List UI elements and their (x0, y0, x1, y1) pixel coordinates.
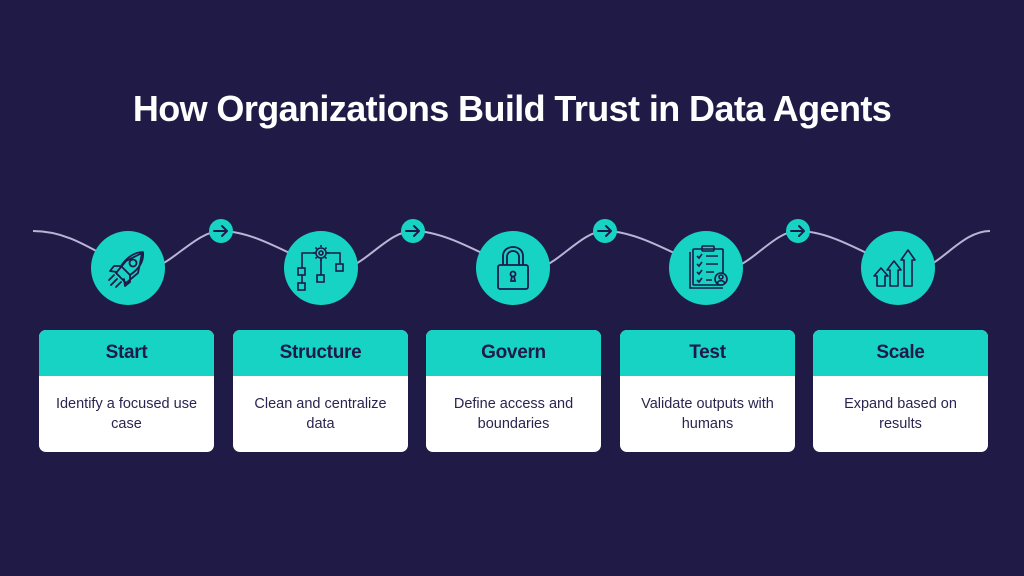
step-circle-scale (861, 231, 935, 305)
step-card-test: Test Validate outputs with humans (620, 330, 795, 452)
step-circle-test (669, 231, 743, 305)
step-card-title: Govern (426, 330, 601, 376)
step-card-title: Scale (813, 330, 988, 376)
step-card-title: Structure (233, 330, 408, 376)
step-card-description: Identify a focused use case (55, 396, 198, 432)
step-card-description: Define access and boundaries (453, 396, 574, 432)
arrow-right-icon (405, 225, 420, 237)
rocket-icon (108, 251, 144, 288)
connector-arrow-4 (786, 219, 810, 243)
connector-arrow-1 (209, 219, 233, 243)
step-card-start: Start Identify a focused use case (39, 330, 214, 452)
step-circle-start (91, 231, 165, 305)
gear-hierarchy-icon (297, 245, 344, 291)
step-card-govern: Govern Define access and boundaries (426, 330, 601, 452)
padlock-icon (497, 246, 529, 290)
arrow-right-icon (597, 225, 612, 237)
clipboard-checklist-user-icon (689, 245, 728, 289)
step-circle-govern (476, 231, 550, 305)
page-title: How Organizations Build Trust in Data Ag… (132, 88, 892, 129)
arrow-right-icon (790, 225, 805, 237)
step-card-title: Test (620, 330, 795, 376)
step-circle-structure (284, 231, 358, 305)
arrow-right-icon (213, 225, 228, 237)
step-card-description: Clean and centralize data (254, 396, 387, 432)
step-card-scale: Scale Expand based on results (813, 330, 988, 452)
step-card-description: Expand based on results (844, 396, 957, 432)
step-card-description: Validate outputs with humans (641, 396, 774, 432)
connector-arrow-2 (401, 219, 425, 243)
connector-arrow-3 (593, 219, 617, 243)
rising-arrows-icon (873, 249, 916, 287)
step-card-structure: Structure Clean and centralize data (233, 330, 408, 452)
step-card-title: Start (39, 330, 214, 376)
